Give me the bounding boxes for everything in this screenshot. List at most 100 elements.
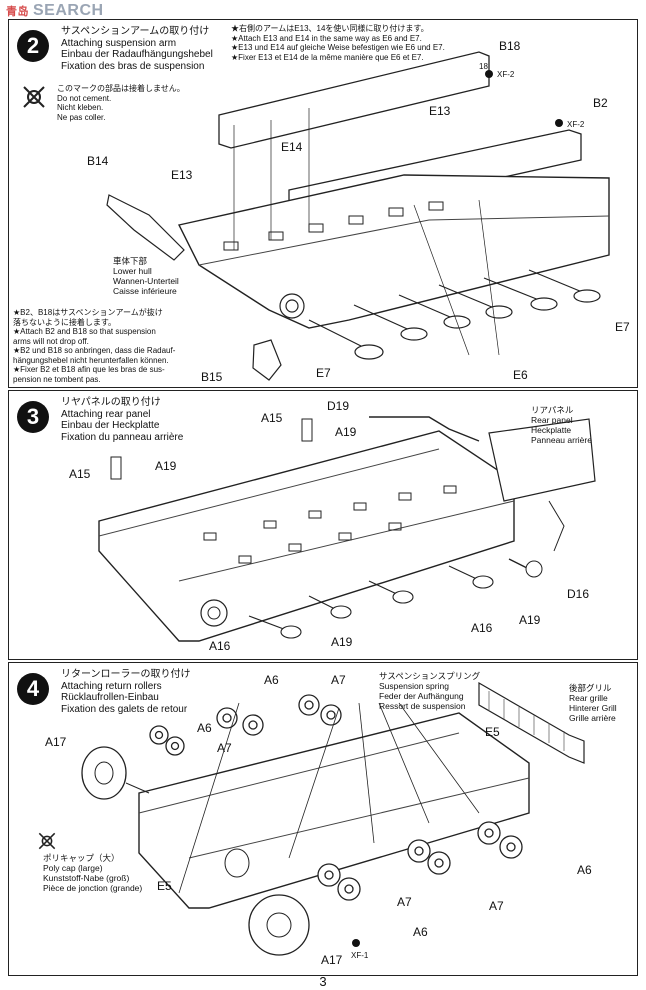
note-line: hängungshebel nicht herunterfallen könne… — [13, 355, 169, 365]
part-label: A16 — [209, 639, 231, 653]
note-line: ★B2、B18はサスペンションアームが抜け — [13, 308, 163, 317]
caption-line: Rear grille — [569, 693, 608, 703]
note-line: ★Attach B2 and B18 so that suspension — [13, 327, 156, 336]
step-3-panel: 3 リヤパネルの取り付け Attaching rear panel Einbau… — [8, 390, 638, 660]
part-label: E13 — [171, 168, 193, 182]
paint-tag: XF-2 — [567, 120, 585, 129]
title-jp: リターンローラーの取り付け — [61, 669, 191, 680]
part-label: A7 — [489, 899, 504, 913]
step-2-title: サスペンションアームの取り付け Attaching suspension arm… — [61, 26, 213, 72]
part-label: A19 — [519, 613, 541, 627]
title-fr: Fixation du panneau arrière — [61, 431, 184, 443]
caption-line: Ressort de suspension — [379, 701, 466, 711]
caption-line: Poly cap (large) — [43, 863, 103, 873]
note-line: ★Fixer B2 et B18 afin que les bras de su… — [13, 365, 165, 374]
caption-line: Panneau arrière — [531, 435, 592, 445]
rear-panel-caption: リアパネル Rear panel Heckplatte Panneau arri… — [531, 405, 592, 445]
caption-line: Pièce de jonction (grande) — [43, 883, 143, 893]
part-label: A17 — [321, 953, 343, 967]
part-label: A7 — [397, 895, 412, 909]
part-label: E13 — [429, 104, 451, 118]
part-label: A15 — [69, 467, 91, 481]
title-jp: リヤパネルの取り付け — [61, 397, 161, 408]
caption-line: Hinterer Grill — [569, 703, 617, 713]
step-number: 4 — [17, 673, 49, 705]
part-label: B18 — [499, 39, 521, 53]
step-4-illustration — [81, 681, 585, 956]
watermark: 青岛 SEARCH — [6, 2, 104, 20]
part-number: 18 — [479, 62, 488, 71]
polycap-caption: ポリキャップ（大） Poly cap (large) Kunststoff-Na… — [43, 853, 142, 893]
no-cement-icon — [38, 832, 56, 850]
step-number: 2 — [17, 30, 49, 62]
part-label: A6 — [197, 721, 212, 735]
part-label: E5 — [485, 725, 500, 739]
spring-caption: サスペンションスプリング Suspension spring Feder der… — [379, 671, 480, 711]
note-line: ★Fixer E13 et E14 de la même manière que… — [231, 52, 424, 62]
note-line: ★E13 und E14 auf gleiche Weise befestige… — [231, 43, 445, 52]
title-en: Attaching rear panel — [61, 408, 151, 420]
part-label: E14 — [281, 140, 303, 154]
note-line: このマークの部品は接着しません。 — [57, 84, 185, 93]
step-2-panel: 2 サスペンションアームの取り付け Attaching suspension a… — [8, 19, 638, 388]
page-number: 3 — [319, 974, 327, 989]
title-en: Attaching return rollers — [61, 680, 162, 692]
part-label: D19 — [327, 399, 350, 413]
part-label: E7 — [316, 366, 331, 380]
caption-line: Suspension spring — [379, 681, 449, 691]
title-de: Einbau der Radaufhängungshebel — [61, 49, 213, 60]
part-label: A6 — [413, 925, 428, 939]
caption-line: Grille arrière — [569, 713, 616, 723]
lower-hull-caption: 車体下部 Lower hull Wannen-Unterteil Caisse … — [113, 256, 179, 296]
step-2-illustration — [106, 51, 610, 381]
part-label: E7 — [615, 320, 630, 334]
title-de: Rücklaufrollen-Einbau — [61, 692, 159, 703]
note-line: ★Attach E13 and E14 in the same way as E… — [231, 33, 422, 43]
caption-line: Rear panel — [531, 415, 573, 425]
paint-tag: XF-1 — [351, 951, 369, 960]
part-label: B2 — [593, 96, 608, 110]
caption-line: Heckplatte — [531, 425, 572, 435]
note-line: 落ちないように接着します。 — [13, 317, 117, 327]
note-line: Ne pas coller. — [57, 112, 106, 122]
no-cement-note: このマークの部品は接着しません。 Do not cement. Nicht kl… — [57, 84, 185, 122]
note-line: Nicht kleben. — [57, 103, 104, 112]
title-de: Einbau der Heckplatte — [61, 420, 160, 431]
part-label: B15 — [201, 370, 223, 384]
title-en: Attaching suspension arm — [61, 37, 177, 49]
title-jp: サスペンションアームの取り付け — [61, 26, 210, 37]
no-cement-icon — [23, 86, 45, 108]
step-3-illustration — [98, 416, 596, 642]
title-fr: Fixation des galets de retour — [61, 703, 188, 715]
part-label: A17 — [45, 735, 67, 749]
caption-line: 車体下部 — [113, 256, 148, 266]
part-label: A19 — [331, 635, 353, 649]
note-line: pension ne tombent pas. — [13, 374, 101, 384]
watermark-logo: 青岛 — [6, 6, 29, 18]
note-line: ★右側のアームはE13、14を使い同様に取り付けます。 — [231, 24, 429, 33]
step-4-panel: 4 リターンローラーの取り付け Attaching return rollers… — [8, 662, 638, 976]
part-label: E5 — [157, 879, 172, 893]
e13-note: ★右側のアームはE13、14を使い同様に取り付けます。 ★Attach E13 … — [231, 24, 445, 62]
part-label: A19 — [155, 459, 177, 473]
caption-line: Caisse inférieure — [113, 286, 177, 296]
part-label: A7 — [217, 741, 232, 755]
caption-line: Wannen-Unterteil — [113, 276, 179, 286]
part-label: B14 — [87, 154, 109, 168]
caption-line: Feder der Aufhängung — [379, 691, 464, 701]
caption-line: Kunststoff-Nabe (groß) — [43, 873, 130, 883]
caption-line: 後部グリル — [569, 683, 612, 693]
part-label: A6 — [577, 863, 592, 877]
caption-line: Lower hull — [113, 266, 152, 276]
paint-tag: XF-2 — [497, 70, 515, 79]
step-4-title: リターンローラーの取り付け Attaching return rollers R… — [61, 669, 191, 715]
step-3-title: リヤパネルの取り付け Attaching rear panel Einbau d… — [61, 397, 183, 443]
part-label: A16 — [471, 621, 493, 635]
b2-b18-note: ★B2、B18はサスペンションアームが抜け 落ちないように接着します。 ★Att… — [13, 308, 175, 384]
part-label: A6 — [264, 673, 279, 687]
note-line: arms will not drop off. — [13, 336, 89, 346]
watermark-text: SEARCH — [33, 2, 104, 19]
part-label: A19 — [335, 425, 357, 439]
caption-line: リアパネル — [531, 405, 574, 415]
note-line: ★B2 und B18 so anbringen, dass die Radau… — [13, 346, 176, 355]
